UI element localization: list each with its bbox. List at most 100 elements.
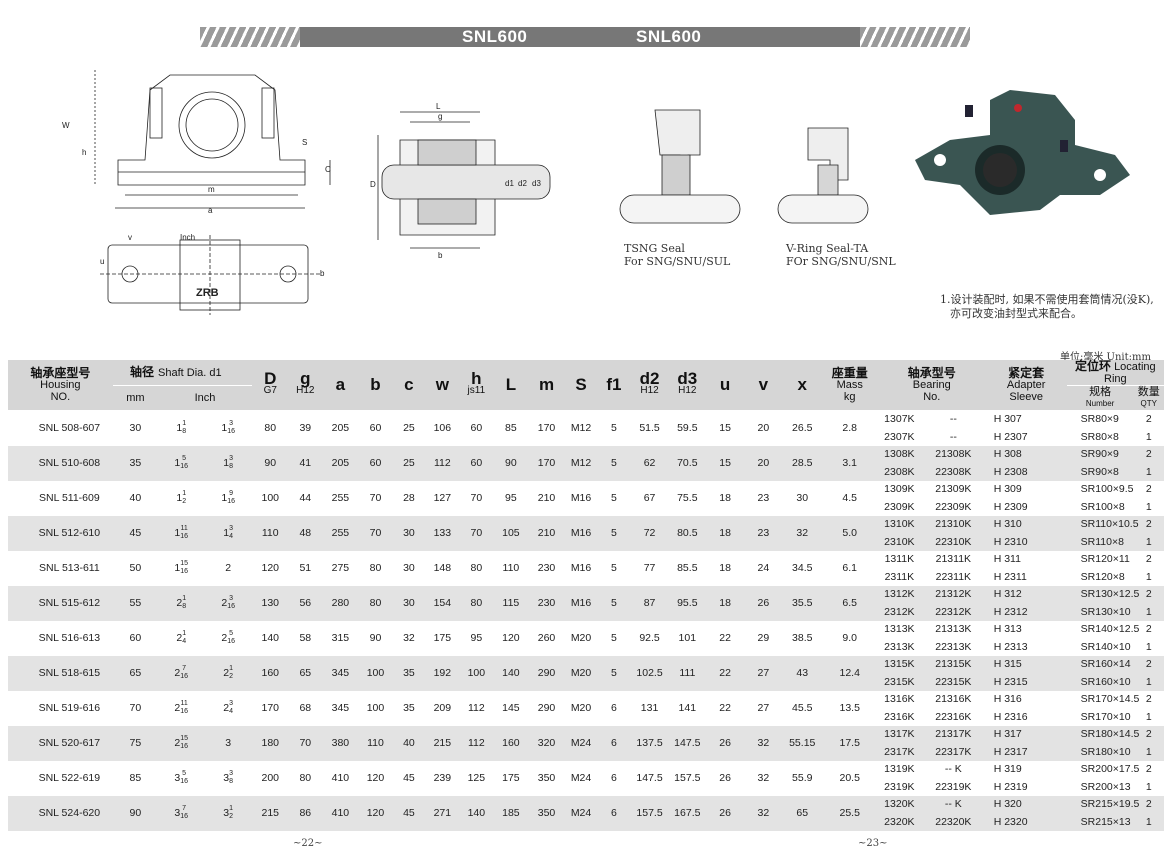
shaft-inch-1-num: 1	[182, 629, 187, 637]
value-h: 140	[459, 796, 494, 831]
housing-model: SNL 512-610	[8, 516, 113, 551]
value-v: 27	[743, 656, 783, 691]
value-d3: 157.5	[674, 771, 701, 784]
col-sleeve-cn: 紧定套	[1008, 366, 1045, 380]
adapter-sleeve: H 311	[993, 553, 1021, 565]
value-u: 18	[719, 561, 731, 574]
value-f1: 6	[611, 701, 617, 714]
housing-model: SNL 519-616	[38, 701, 101, 714]
bearing-no-b: 21316K	[935, 693, 972, 705]
value-u: 22	[706, 656, 744, 691]
locating-ring-spec: SR170×10	[1080, 710, 1131, 723]
col-ring-en: Locating Ring	[1104, 361, 1156, 385]
bearing-no-b: 22312K	[920, 603, 986, 621]
col-mm: mm	[112, 385, 159, 411]
value-m: 210	[537, 491, 556, 504]
bearing-no-b: --	[949, 413, 957, 425]
value-x: 34.5	[792, 561, 813, 574]
col-d3-text: d3	[677, 369, 698, 388]
bearing-no-a: 2315K	[877, 673, 921, 691]
bearing-no-b: 22311K	[935, 570, 972, 583]
value-w: 209	[433, 701, 452, 714]
locating-ring-spec: SR110×8	[1066, 533, 1134, 551]
value-w: 271	[425, 796, 460, 831]
shaft-mm: 35	[112, 446, 159, 481]
locating-ring-spec: SR180×14.5	[1066, 726, 1139, 744]
locating-ring-spec: SR80×9	[1080, 413, 1119, 425]
shaft-mm: 45	[112, 516, 159, 551]
value-mass: 6.1	[842, 561, 858, 574]
shaft-inch-1-den: 4	[182, 637, 187, 645]
locating-ring-qty: 2	[1133, 586, 1164, 604]
banner-title-right: SNL600	[636, 27, 702, 46]
value-x: 55.15	[782, 726, 822, 761]
value-g: 68	[299, 701, 312, 714]
bearing-no-a: 2319K	[884, 780, 915, 793]
bearing-no-b: 22316K	[935, 710, 972, 723]
value-d: 180	[251, 726, 289, 761]
shaft-inch-1-whole: 3	[174, 806, 181, 819]
col-bearing-cn: 轴承型号	[907, 366, 956, 380]
shaft-inch-1-num: 15	[180, 734, 189, 742]
bearing-no-a: 2311K	[884, 570, 915, 583]
value-a: 255	[322, 516, 359, 551]
shaft-inch-1-den: 16	[180, 532, 189, 540]
locating-ring-qty: 2	[1145, 763, 1152, 775]
value-m: 290	[537, 701, 556, 714]
banner-title-left: SNL600	[462, 27, 528, 46]
locating-ring-spec: SR100×9.5	[1080, 483, 1134, 495]
shaft-inch-1-den: 2	[182, 497, 187, 505]
shaft-mm: 85	[129, 771, 142, 784]
bearing-no-a: 2310K	[877, 533, 921, 551]
value-b: 120	[366, 771, 385, 784]
value-h: 125	[467, 771, 486, 784]
shaft-mm: 90	[112, 796, 159, 831]
adapter-sleeve: H 308	[985, 446, 1067, 464]
col-bearing: 轴承型号 Bearing No.	[877, 360, 986, 411]
shaft-mm: 60	[129, 631, 142, 644]
bearing-no-a: 2316K	[884, 710, 915, 723]
shaft-inch-1-den: 16	[180, 812, 189, 820]
shaft-inch-2-whole: 3	[223, 771, 230, 784]
locating-ring-qty: 1	[1133, 533, 1164, 551]
value-h: 112	[459, 726, 494, 761]
col-m: m	[528, 360, 565, 411]
value-v: 26	[743, 586, 783, 621]
locating-ring-spec: SR80×8	[1080, 430, 1119, 443]
col-spec-en: Number	[1085, 399, 1115, 408]
col-h-text: h	[471, 369, 482, 388]
design-note-line2: 亦可改变油封型式来配合。	[950, 307, 1082, 320]
tsng-caption: TSNG Seal For SNG/SNU/SUL	[624, 242, 730, 268]
col-housing-no: NO.	[50, 391, 71, 403]
value-f1: 5	[611, 631, 617, 644]
adapter-sleeve: H 313	[993, 623, 1022, 635]
value-x: 55.9	[792, 771, 813, 784]
locating-ring-spec: SR200×13	[1080, 780, 1131, 793]
bearing-no-a: 1316K	[884, 693, 915, 705]
adapter-sleeve: H 312	[985, 586, 1067, 604]
value-mass: 9.0	[842, 631, 858, 644]
dim-label-h: h	[82, 148, 86, 157]
dim-label-L: L	[436, 102, 441, 111]
value-u: 22	[719, 701, 731, 714]
value-x: 30	[796, 491, 809, 504]
value-d: 100	[261, 491, 280, 504]
value-x: 65	[782, 796, 822, 831]
dim-label-inch: Inch	[180, 233, 195, 242]
value-d3: 59.5	[677, 421, 698, 434]
bearing-no-b: 21317K	[920, 726, 986, 744]
shaft-inch-1-num: 7	[182, 804, 187, 812]
